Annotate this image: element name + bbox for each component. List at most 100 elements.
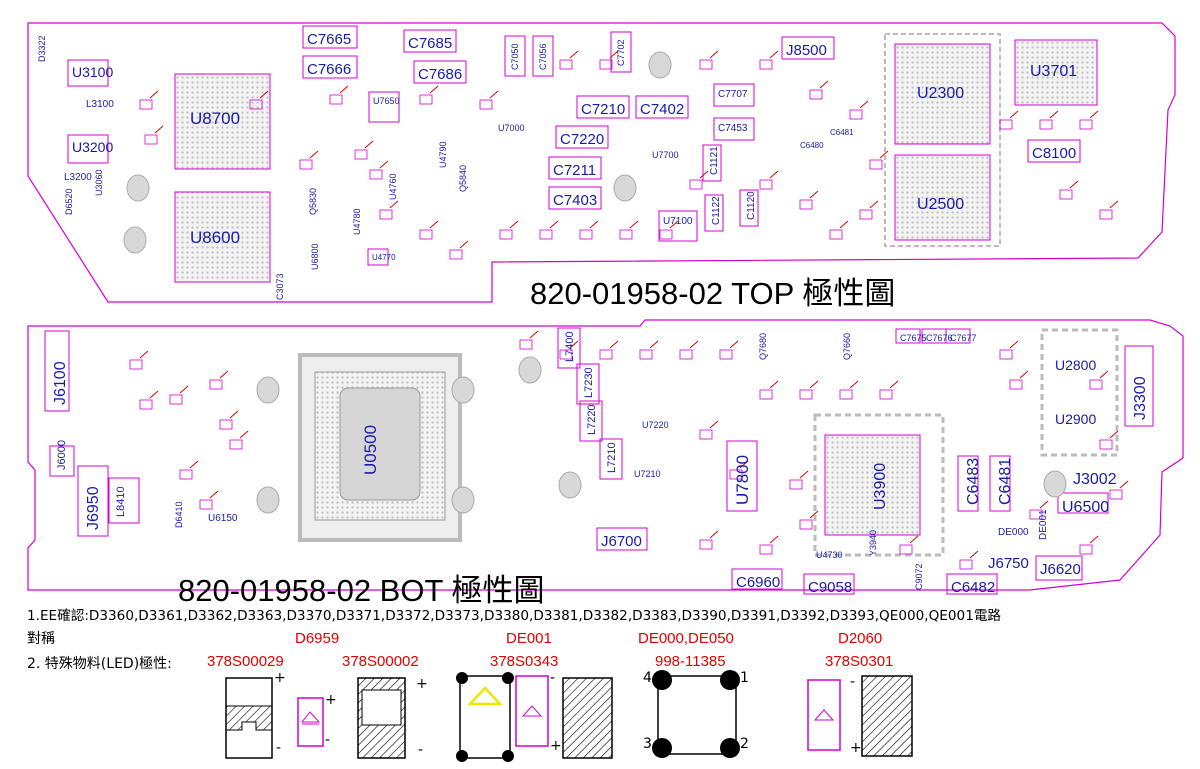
bot-part-j6750: J6750 xyxy=(988,555,1029,572)
bot-part-u6500: U6500 xyxy=(1062,499,1109,516)
led1s-plus: + xyxy=(325,692,337,708)
top-part-c7685: C7685 xyxy=(408,35,452,52)
bot-part-l7210-outline xyxy=(599,438,623,480)
polarity-stroke xyxy=(709,50,719,59)
pin3: 3 xyxy=(643,736,652,752)
polarity-stroke xyxy=(229,410,239,419)
pad xyxy=(139,99,153,110)
bga-u3701 xyxy=(1014,39,1098,106)
polarity-stroke xyxy=(389,200,399,209)
polarity-stroke xyxy=(149,390,159,399)
polarity-stroke xyxy=(154,125,164,134)
bot-part-c6483: C6483 xyxy=(965,458,982,505)
small-parts-layer xyxy=(44,25,1154,762)
top-part-c6481: C6481 xyxy=(830,128,854,137)
pad xyxy=(679,349,693,360)
note-2: 2. 特殊物料(LED)極性: xyxy=(27,656,172,672)
led5-small xyxy=(807,679,841,751)
top-part-c8100-outline xyxy=(1027,139,1081,163)
polarity-stroke xyxy=(629,220,639,229)
polarity-stroke xyxy=(239,430,249,439)
top-part-c7402-outline xyxy=(635,95,689,119)
polarity-stroke xyxy=(549,220,559,229)
polarity-stroke xyxy=(1069,180,1079,189)
polarity-stroke xyxy=(609,50,619,59)
pad xyxy=(699,59,713,70)
bot-part-c7676: C7676 xyxy=(926,333,953,343)
pad xyxy=(1039,119,1053,130)
polarity-stroke xyxy=(509,220,519,229)
polarity-stroke xyxy=(609,340,619,349)
top-part-c7210-outline xyxy=(576,95,630,119)
led1-small xyxy=(297,697,324,747)
led2-plus: + xyxy=(416,676,428,692)
bot-part-l8410: L8410 xyxy=(115,486,127,517)
top-part-c7403-outline xyxy=(548,186,602,210)
bot-part-l7400-outline xyxy=(557,327,581,369)
mounting-hole xyxy=(518,356,542,384)
polarity-stroke xyxy=(1089,110,1099,119)
mounting-hole xyxy=(648,51,672,79)
top-part-u3100-outline xyxy=(67,59,109,87)
bot-part-j6620-outline xyxy=(1035,555,1083,581)
top-part-c1121-outline xyxy=(702,144,722,182)
polarity-stroke xyxy=(649,340,659,349)
led5-minus: - xyxy=(850,674,856,690)
pad xyxy=(1079,544,1093,555)
bot-part-u7800-outline xyxy=(726,440,758,512)
bot-part-l7230: L7230 xyxy=(583,367,595,398)
top-part-d6520: D6520 xyxy=(64,188,74,215)
pad xyxy=(879,389,893,400)
bot-part-c6481-outline xyxy=(989,455,1011,512)
polarity-stroke xyxy=(189,460,199,469)
bot-part-c6481: C6481 xyxy=(997,458,1014,505)
polarity-stroke xyxy=(859,100,869,109)
bot-part-q7680: Q7680 xyxy=(758,333,768,360)
bot-part-j6950-outline xyxy=(77,465,109,537)
bot-part-l7210: L7210 xyxy=(606,442,618,473)
part1-ref: D6959 xyxy=(295,630,340,647)
pad xyxy=(849,109,863,120)
bot-part-l7400: L7400 xyxy=(564,331,576,362)
pad xyxy=(249,99,263,110)
polarity-stroke xyxy=(729,340,739,349)
part5-pn: 378S0301 xyxy=(825,653,894,670)
bot-part-l7230-outline xyxy=(576,363,600,405)
pad xyxy=(219,419,233,430)
part3-ref: DE001 xyxy=(506,630,552,647)
top-part-c1120: C1120 xyxy=(746,191,757,220)
bot-part-c6483-outline xyxy=(957,455,979,512)
bot-part-c6960: C6960 xyxy=(736,574,780,591)
bot-title: 820-01958-02 BOT 極性圖 xyxy=(178,573,545,608)
polarity-stroke xyxy=(139,350,149,359)
top-part-c7685-outline xyxy=(403,29,457,53)
note-1: 1.EE確認:D3360,D3361,D3362,D3363,D3370,D33… xyxy=(27,608,1002,624)
bot-part-u6500-outline xyxy=(1057,492,1109,514)
pin2: 2 xyxy=(740,736,749,752)
top-part-u7650: U7650 xyxy=(373,96,400,106)
pad xyxy=(479,99,493,110)
bot-part-j3002: J3002 xyxy=(1073,471,1117,488)
top-part-c6480: C6480 xyxy=(800,141,824,150)
mounting-hole xyxy=(1043,470,1067,498)
led5-hatch xyxy=(861,675,913,757)
bot-part-j6100-outline xyxy=(44,330,70,412)
pad xyxy=(579,229,593,240)
led3-triangle xyxy=(467,686,503,706)
bot-part-l7220: L7220 xyxy=(586,404,598,435)
led1-hatch xyxy=(225,705,273,731)
polarity-stroke xyxy=(839,220,849,229)
pad xyxy=(199,499,213,510)
top-part-c7220: C7220 xyxy=(560,131,604,148)
bot-part-j6950: J6950 xyxy=(85,486,102,530)
bot-part-c9072: C9072 xyxy=(914,563,924,590)
polarity-stroke xyxy=(529,330,539,339)
die-u0500 xyxy=(339,387,421,501)
top-part-u4770: U4770 xyxy=(372,253,396,262)
polarity-stroke xyxy=(819,80,829,89)
pad xyxy=(1099,209,1113,220)
part4-ref: DE000,DE050 xyxy=(638,630,734,647)
pad xyxy=(519,339,533,350)
top-part-u6800: U6800 xyxy=(310,243,320,270)
pad xyxy=(869,159,883,170)
